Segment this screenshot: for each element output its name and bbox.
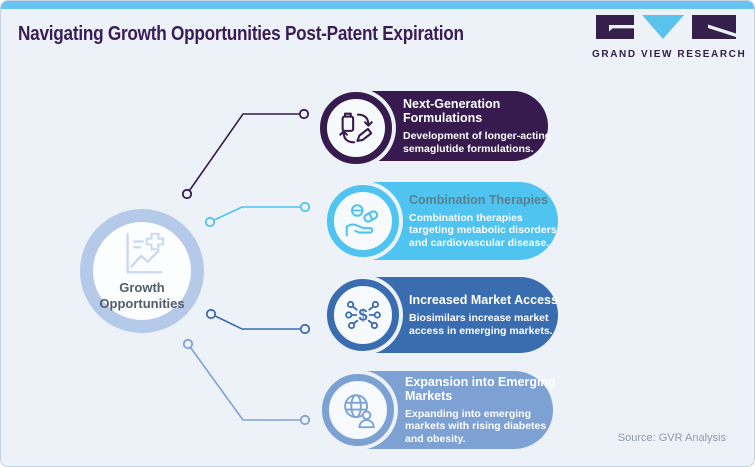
source-note: Source: GVR Analysis xyxy=(617,432,726,444)
card-description: Expanding into emerging markets with ris… xyxy=(405,407,547,445)
card-description: Biosimilars increase market access in em… xyxy=(409,311,553,337)
svg-text:$: $ xyxy=(358,307,367,325)
hub-circle: Growth Opportunities xyxy=(80,209,204,333)
connector-3 xyxy=(205,308,311,335)
hand-pills-icon xyxy=(345,204,379,237)
card-2-badge xyxy=(327,185,399,257)
formulation-cycle-icon xyxy=(339,112,373,144)
card-description: Development of longer-acting semaglutide… xyxy=(403,129,552,155)
top-accent-bar xyxy=(1,1,754,9)
card-title: Expansion into Emerging Markets xyxy=(405,374,556,403)
connector-4 xyxy=(182,338,311,426)
card-description: Combination therapies targeting metaboli… xyxy=(409,211,557,249)
gvr-logo-icon xyxy=(596,15,736,39)
connector-1 xyxy=(181,108,310,200)
page-title: Navigating Growth Opportunities Post-Pat… xyxy=(18,23,464,45)
growth-chart-icon xyxy=(126,232,165,274)
gvr-logo: GRAND VIEW RESEARCH xyxy=(592,14,747,60)
gvr-logo-text: GRAND VIEW RESEARCH xyxy=(592,49,747,60)
card-title: Combination Therapies xyxy=(409,192,548,207)
card-3-badge: $ xyxy=(327,279,399,351)
globe-person-icon xyxy=(344,394,375,429)
dollar-network-icon: $ xyxy=(345,300,381,330)
card-1-badge xyxy=(320,92,392,164)
connector-2 xyxy=(204,201,311,228)
hub-label: Growth Opportunities xyxy=(99,279,185,311)
card-title: Next-Generation Formulations xyxy=(403,96,501,125)
card-title: Increased Market Access xyxy=(409,292,558,307)
card-4-badge xyxy=(322,374,394,446)
